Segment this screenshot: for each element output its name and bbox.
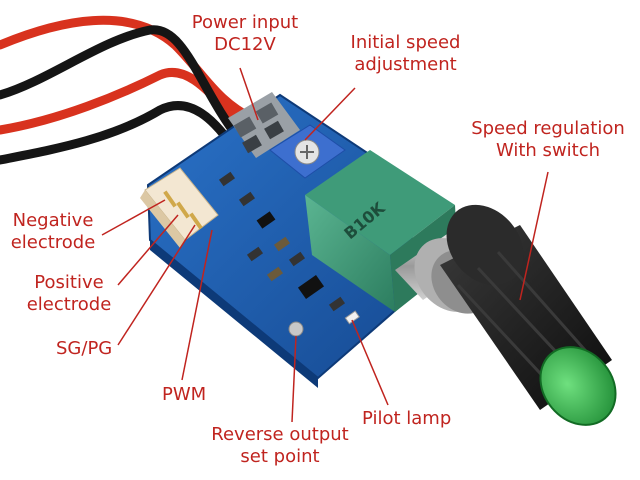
leader-lines <box>101 67 549 423</box>
sg-pg-label: SG/PG <box>56 338 113 359</box>
knob-cap <box>539 346 617 426</box>
screw-terminal-block <box>228 92 300 158</box>
pilot-led <box>344 310 360 325</box>
pwm-label: PWM <box>162 384 207 405</box>
reverse-output-label: Reverse output set point <box>200 424 360 468</box>
speed-regulation-label-line2: With switch <box>495 140 601 161</box>
reverse-output-label-line1: Reverse output <box>211 424 349 445</box>
trimmer-potentiometer <box>269 124 346 179</box>
pilot-lamp-label: Pilot lamp <box>362 408 452 429</box>
control-knob <box>440 204 617 426</box>
initial-speed-label-line1: Initial speed <box>350 32 461 53</box>
negative-electrode-label-line1: Negative <box>12 210 94 231</box>
reverse-output-pad <box>288 321 304 337</box>
initial-speed-label-line2: adjustment <box>354 54 457 75</box>
positive-electrode-label: Positive electrode <box>20 272 118 316</box>
power-wires <box>0 15 260 165</box>
power-input-label: Power input DC12V <box>180 12 310 56</box>
speed-regulation-label: Speed regulation With switch <box>462 118 634 162</box>
smd-components <box>218 171 360 337</box>
negative-electrode-label-line2: electrode <box>10 232 96 253</box>
positive-electrode-label-line1: Positive <box>34 272 104 293</box>
power-input-label-line1: Power input <box>191 12 299 33</box>
speed-regulation-label-line1: Speed regulation <box>471 118 625 139</box>
positive-electrode-label-line2: electrode <box>26 294 112 315</box>
negative-electrode-label: Negative electrode <box>4 210 102 254</box>
reverse-output-label-line2: set point <box>240 446 320 467</box>
power-input-label-line2: DC12V <box>214 34 276 55</box>
initial-speed-label: Initial speed adjustment <box>338 32 473 76</box>
